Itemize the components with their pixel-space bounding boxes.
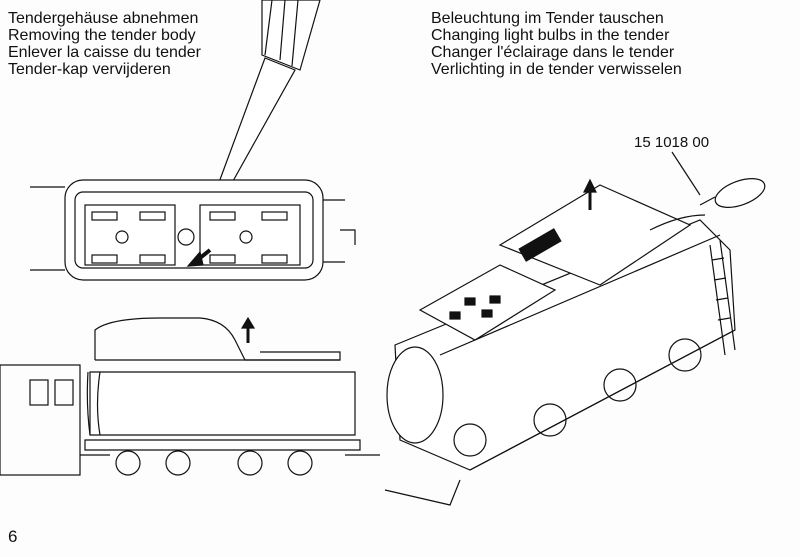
heading-de: Tendergehäuse abnehmen — [8, 10, 199, 27]
heading-en: Removing the tender body — [8, 27, 196, 44]
part-number-label: 15 1018 00 — [634, 134, 710, 151]
heading-en: Changing light bulbs in the tender — [431, 27, 670, 44]
heading-de: Beleuchtung im Tender tauschen — [431, 10, 664, 27]
heading-fr: Changer l'éclairage dans le tender — [431, 44, 675, 61]
tender-body-lifted-illustration — [94, 316, 341, 361]
changing-bulbs-heading: Beleuchtung im Tender tauschen Changing … — [431, 10, 682, 78]
heading-nl: Verlichting in de tender verwisselen — [431, 61, 682, 78]
circuit-board-illustration — [418, 178, 692, 341]
heading-nl: Tender-kap vervijderen — [8, 61, 171, 78]
heading-fr: Enlever la caisse du tender — [8, 44, 201, 61]
page-number: 6 — [8, 527, 18, 546]
tender-underside-illustration — [30, 179, 356, 281]
tender-perspective-illustration — [384, 219, 736, 506]
removing-tender-body-heading: Tendergehäuse abnehmen Removing the tend… — [8, 10, 201, 78]
tender-side-illustration — [0, 364, 380, 476]
bulb-tool-illustration — [649, 151, 766, 231]
